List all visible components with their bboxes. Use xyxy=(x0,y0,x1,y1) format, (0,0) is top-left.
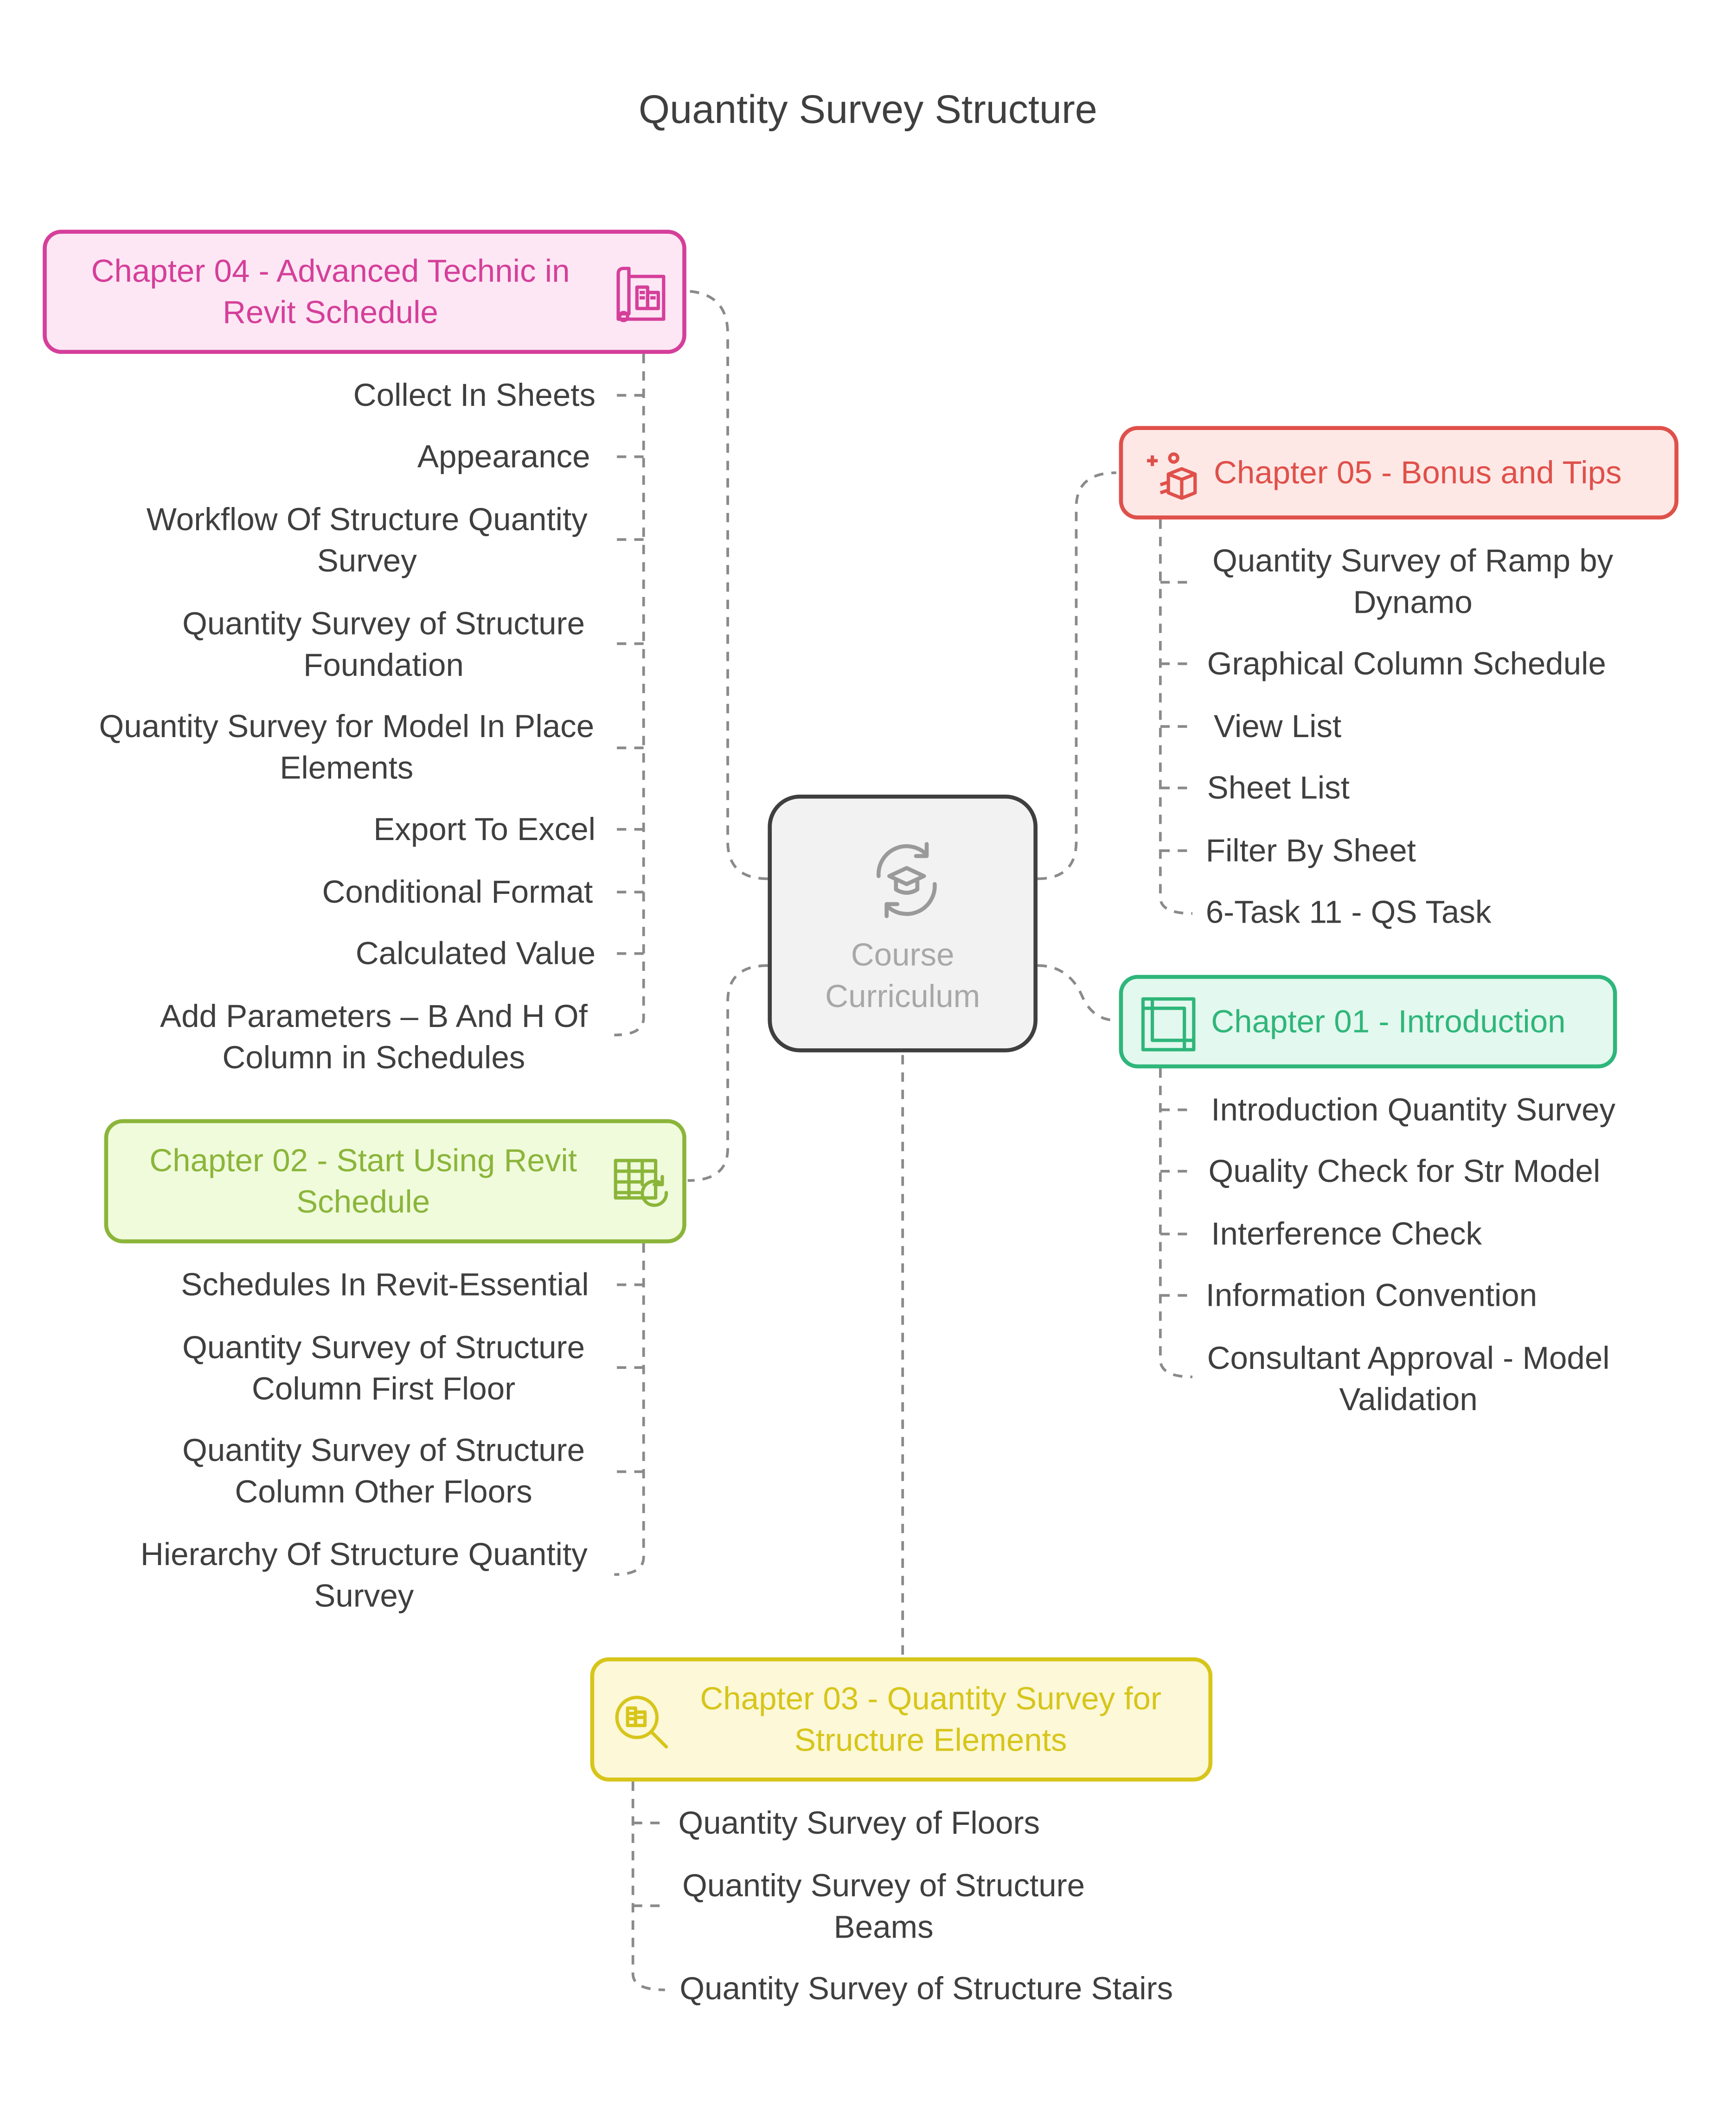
chapter-05-label: Chapter 05 - Bonus and Tips xyxy=(1214,455,1622,491)
trunk-ch05 xyxy=(1159,519,1192,915)
blueprint-icon xyxy=(616,267,666,322)
ch04-item-collect-in-sheets: Collect In Sheets xyxy=(353,378,596,414)
center-label: Course Curriculum xyxy=(825,937,980,1015)
ch03-item-stairs: Quantity Survey of Structure Stairs xyxy=(679,1971,1173,2008)
frame-icon xyxy=(1141,997,1196,1052)
diagram-title: Quantity Survey Structure xyxy=(638,88,1097,133)
table-refresh-icon xyxy=(614,1159,668,1207)
ch01-item-interference-check: Interference Check xyxy=(1211,1216,1482,1253)
ch04-item-calculated-value: Calculated Value xyxy=(355,936,596,972)
connector-center-ch04 xyxy=(687,289,768,880)
ch05-item-graphical-column: Graphical Column Schedule xyxy=(1207,646,1606,683)
ch03-item-floors: Quantity Survey of Floors xyxy=(678,1805,1040,1842)
trunk-ch02 xyxy=(614,1243,645,1576)
chapter-02-node: Chapter 02 - Start Using Revit Schedule xyxy=(104,1119,686,1244)
ch01-item-introduction: Introduction Quantity Survey xyxy=(1211,1092,1616,1129)
ch02-item-schedules-essential: Schedules In Revit-Essential xyxy=(181,1267,589,1303)
ch02-item-column-first-floor: Quantity Survey of Structure Column Firs… xyxy=(182,1330,585,1408)
trunk-ch01 xyxy=(1159,1068,1192,1379)
ch05-item-sheet-list: Sheet List xyxy=(1207,770,1350,807)
connector-center-ch02 xyxy=(687,964,768,1182)
ch05-item-filter-by-sheet: Filter By Sheet xyxy=(1205,833,1416,870)
chapter-05-node: Chapter 05 - Bonus and Tips xyxy=(1119,426,1678,520)
ch05-item-task-11: 6-Task 11 - QS Task xyxy=(1205,894,1492,931)
graduation-cap-cycle-icon xyxy=(876,842,937,918)
ch04-item-export-excel: Export To Excel xyxy=(373,812,596,848)
ch04-item-appearance: Appearance xyxy=(417,439,590,475)
connector-center-ch01 xyxy=(1037,964,1116,1022)
trunk-ch04 xyxy=(614,353,645,1037)
chapter-04-label: Chapter 04 - Advanced Technic in Revit S… xyxy=(91,253,570,331)
ch01-item-consultant-approval: Consultant Approval - Model Validation xyxy=(1207,1341,1610,1419)
ch05-item-ramp-dynamo: Quantity Survey of Ramp by Dynamo xyxy=(1212,543,1614,621)
chapter-01-node: Chapter 01 - Introduction xyxy=(1119,975,1617,1069)
center-node: Course Curriculum xyxy=(768,795,1038,1053)
ch05-item-view-list: View List xyxy=(1214,709,1342,745)
ch04-item-model-in-place: Quantity Survey for Model In Place Eleme… xyxy=(99,709,595,787)
ch02-item-column-other-floors: Quantity Survey of Structure Column Othe… xyxy=(182,1433,585,1511)
trunk-ch03 xyxy=(631,1781,665,1991)
chapter-04-node: Chapter 04 - Advanced Technic in Revit S… xyxy=(43,230,686,354)
ch01-item-information-convention: Information Convention xyxy=(1205,1278,1537,1314)
chapter-03-node: Chapter 03 - Quantity Survey for Structu… xyxy=(590,1657,1213,1782)
chapter-01-label: Chapter 01 - Introduction xyxy=(1211,1003,1566,1040)
ch04-item-add-parameters: Add Parameters – B And H Of Column in Sc… xyxy=(160,999,588,1077)
chapter-03-label: Chapter 03 - Quantity Survey for Structu… xyxy=(700,1681,1162,1759)
ch03-item-beams: Quantity Survey of Structure Beams xyxy=(682,1868,1085,1946)
ch04-item-conditional-format: Conditional Format xyxy=(322,874,593,911)
ch04-item-foundation: Quantity Survey of Structure Foundation xyxy=(182,606,585,684)
ch01-item-quality-check: Quality Check for Str Model xyxy=(1208,1154,1601,1190)
gift-box-icon xyxy=(1147,452,1197,500)
ch02-item-hierarchy: Hierarchy Of Structure Quantity Survey xyxy=(140,1537,588,1615)
chapter-02-label: Chapter 02 - Start Using Revit Schedule xyxy=(149,1142,577,1220)
connector-center-ch05 xyxy=(1037,471,1116,880)
search-building-icon xyxy=(615,1695,668,1749)
ch04-item-workflow: Workflow Of Structure Quantity Survey xyxy=(146,502,588,580)
